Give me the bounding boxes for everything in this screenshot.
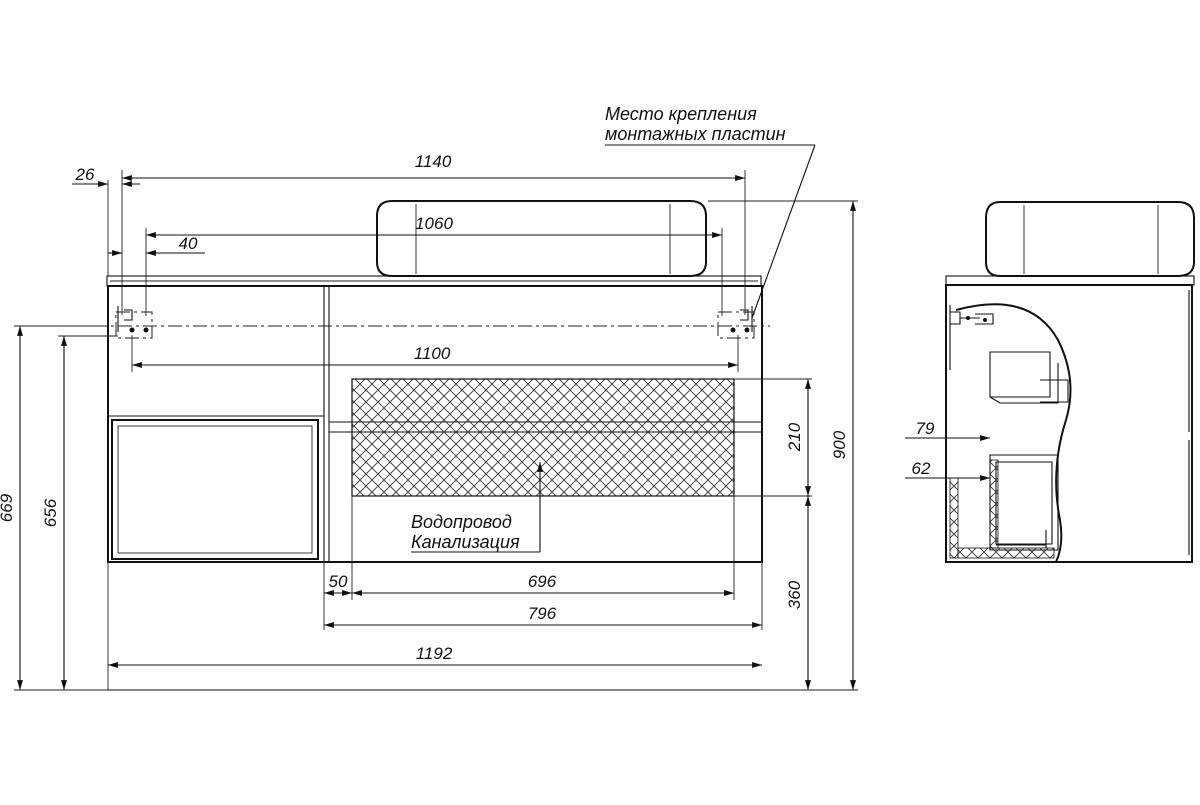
side-view: 79 62 <box>905 201 1195 563</box>
mounting-note-line2: монтажных пластин <box>605 124 786 144</box>
annotations: Место крепления монтажных пластин Водопр… <box>411 104 816 553</box>
dim-1100: 1100 <box>414 344 451 363</box>
front-view <box>68 200 770 563</box>
basin <box>376 200 707 277</box>
water-supply-label: Водопровод <box>411 512 512 532</box>
dim-656: 656 <box>41 498 60 527</box>
front-dimensions: 1140 26 1060 40 1100 210 360 900 <box>0 152 858 691</box>
basin-side <box>985 201 1195 277</box>
cabinet-body <box>107 285 763 563</box>
dim-40: 40 <box>179 234 198 253</box>
sewer-label: Канализация <box>411 532 520 552</box>
dim-360: 360 <box>785 580 804 609</box>
dim-50: 50 <box>329 572 348 591</box>
cabinet-side <box>945 284 1193 563</box>
dim-669: 669 <box>0 493 16 522</box>
dim-1192: 1192 <box>416 644 453 663</box>
mounting-plate-right <box>717 306 755 339</box>
mounting-note-line1: Место крепления <box>605 104 757 124</box>
dim-696: 696 <box>528 572 557 591</box>
utility-zone <box>351 378 735 497</box>
mounting-plate-left <box>115 306 153 339</box>
dim-796: 796 <box>528 604 557 623</box>
dim-1140: 1140 <box>415 152 452 171</box>
dim-26: 26 <box>75 165 95 184</box>
dim-900: 900 <box>830 430 849 459</box>
dim-210: 210 <box>785 422 804 452</box>
dim-62: 62 <box>912 459 931 478</box>
dim-79: 79 <box>916 419 935 438</box>
dim-1060: 1060 <box>415 214 453 233</box>
open-shelf <box>111 419 319 560</box>
